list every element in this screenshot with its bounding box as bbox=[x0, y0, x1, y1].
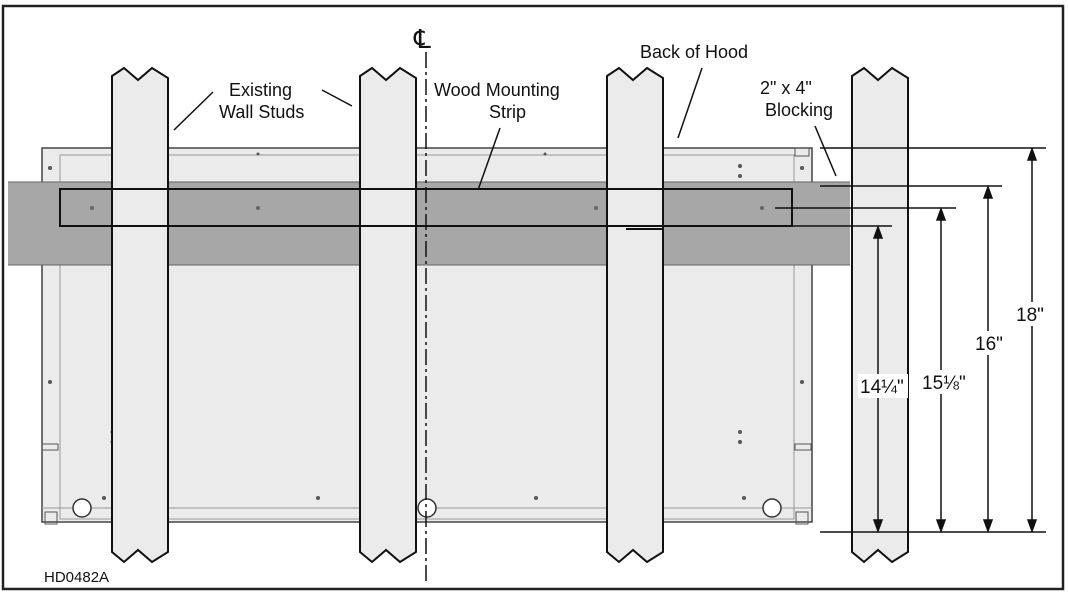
diagram-frame bbox=[1, 4, 1065, 591]
dimension-reference-lines bbox=[775, 147, 1046, 533]
leader-mounting-strip bbox=[477, 127, 501, 191]
dimension-18in-label: 18" bbox=[1016, 305, 1044, 326]
wall-stud-3 bbox=[606, 66, 664, 564]
leader-studs-right bbox=[321, 89, 353, 107]
label-existing-wall-studs-line1: Existing bbox=[229, 80, 292, 100]
dimension-14-1-4in-label: 14¼" bbox=[860, 377, 904, 398]
leader-blocking bbox=[814, 125, 837, 177]
wall-stud-4 bbox=[851, 66, 909, 564]
dimension-18in-arrow bbox=[1026, 146, 1038, 534]
label-blocking-line2: Blocking bbox=[765, 100, 833, 120]
dimension-16in-label: 16" bbox=[975, 334, 1003, 355]
wall-stud-2 bbox=[359, 66, 417, 564]
leader-studs-left bbox=[173, 91, 214, 131]
label-wood-mounting-strip-line1: Wood Mounting bbox=[434, 80, 560, 100]
dimension-16in-arrow bbox=[982, 184, 994, 534]
centerline-symbol: ℄ bbox=[413, 25, 431, 55]
wall-stud-1 bbox=[111, 66, 169, 564]
label-blocking-line1: 2" x 4" bbox=[760, 78, 812, 98]
label-existing-wall-studs-line2: Wall Studs bbox=[219, 102, 304, 122]
leader-back-of-hood bbox=[677, 67, 703, 139]
label-back-of-hood: Back of Hood bbox=[640, 42, 748, 62]
dimension-15-1-8in-label: 15⅛" bbox=[922, 373, 966, 394]
drawing-code: HD0482A bbox=[44, 569, 109, 586]
label-wood-mounting-strip-line2: Strip bbox=[489, 102, 526, 122]
